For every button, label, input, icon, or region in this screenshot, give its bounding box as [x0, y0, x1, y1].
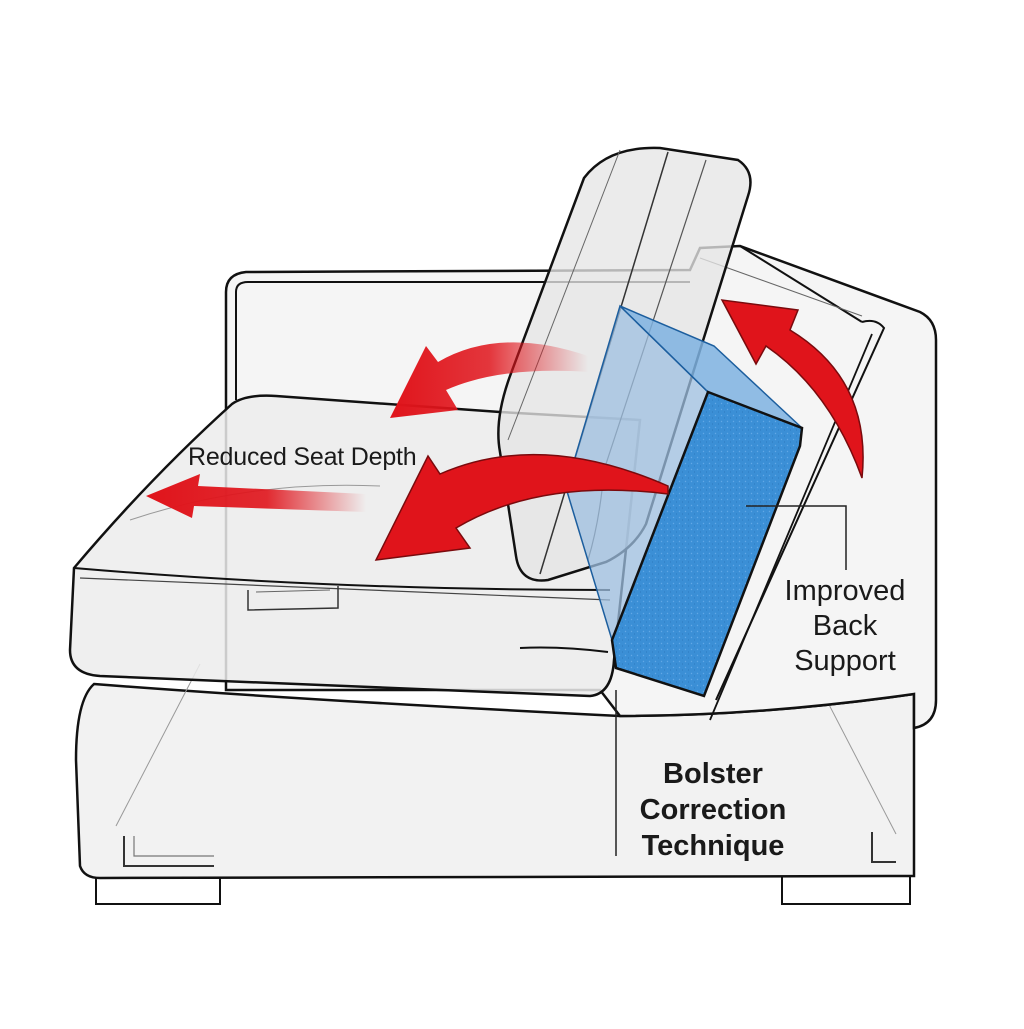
leader-lines [615, 505, 847, 856]
technique-title: Bolster Correction Technique [639, 758, 787, 862]
reduced-seat-depth-label: Reduced Seat Depth [188, 443, 417, 471]
improved-back-support-label: Improved Back Support [784, 575, 906, 677]
red-arrows [146, 299, 864, 561]
arrow-reduced-seat-depth [146, 474, 366, 518]
arrow-improved-back-support [720, 299, 864, 479]
arrow-seat-curve-lower [374, 453, 669, 561]
foam-bolster [565, 304, 804, 698]
sofa-feet [95, 875, 911, 905]
arrow-seat-curve-upper [390, 342, 588, 418]
